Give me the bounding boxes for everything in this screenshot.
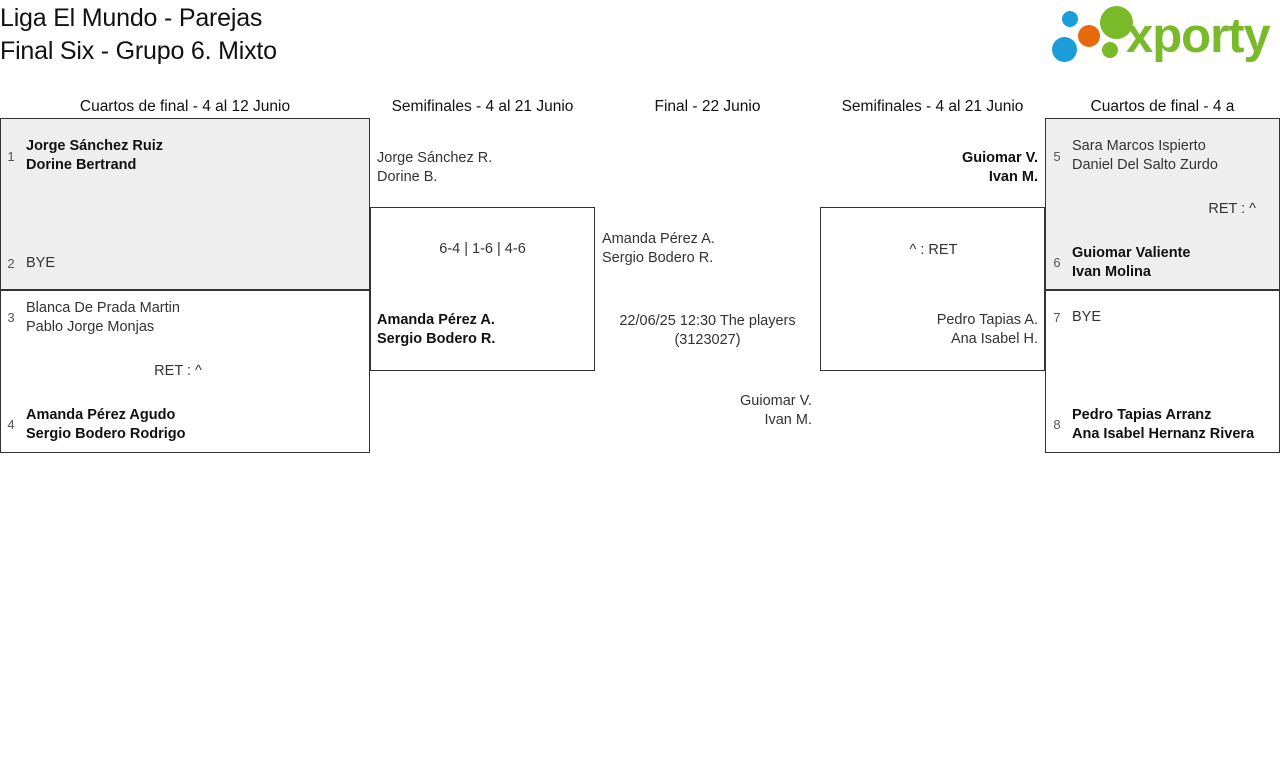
competitor-sf2-bottom[interactable]: Pedro Tapias A. Ana Isabel H. <box>936 312 1038 347</box>
competitor-qf2-top[interactable]: Blanca De Prada Martin Pablo Jorge Monja… <box>26 300 180 335</box>
competitor-qf2-bottom[interactable]: Amanda Pérez Agudo Sergio Bodero Rodrigo <box>26 407 186 442</box>
competitor-qf3-top[interactable]: Sara Marcos Ispierto Daniel Del Salto Zu… <box>1072 138 1218 173</box>
connector-qf3-to-sf2 <box>1019 207 1045 208</box>
competitor-sf2-top[interactable]: Guiomar V. Ivan M. <box>961 150 1038 185</box>
logo-dot-blue-large <box>1052 37 1077 62</box>
score-qf3: RET : ^ <box>1208 201 1256 217</box>
competitor-qf1-bottom[interactable]: BYE <box>26 255 56 271</box>
seed-number-8: 8 <box>1053 417 1061 432</box>
page-title: Liga El Mundo - Parejas Final Six - Grup… <box>0 4 277 65</box>
competitor-qf1-top[interactable]: Jorge Sánchez Ruiz Dorine Bertrand <box>26 138 163 173</box>
round-header-qf-left: Cuartos de final - 4 al 12 Junio <box>79 98 291 115</box>
logo-dots-icon <box>1050 4 1133 68</box>
final-match-info: 22/06/25 12:30 The players (3123027) <box>619 313 796 348</box>
competitor-qf4-bottom[interactable]: Pedro Tapias Arranz Ana Isabel Hernanz R… <box>1072 407 1255 442</box>
score-qf2: RET : ^ <box>154 363 202 379</box>
seed-number-3: 3 <box>7 310 15 325</box>
match-box-qf1[interactable] <box>0 118 370 290</box>
logo-dot-blue-small <box>1062 11 1078 27</box>
seed-number-4: 4 <box>7 417 15 432</box>
match-box-qf3[interactable] <box>1045 118 1280 290</box>
connector-qf4-to-sf2 <box>1019 370 1045 371</box>
seed-number-5: 5 <box>1053 149 1061 164</box>
seed-number-7: 7 <box>1053 310 1061 325</box>
seed-number-1: 1 <box>7 149 15 164</box>
match-box-qf2[interactable] <box>0 290 370 453</box>
round-header-sf-left: Semifinales - 4 al 21 Junio <box>391 98 574 115</box>
competitor-final-bottom[interactable]: Guiomar V. Ivan M. <box>740 393 812 428</box>
score-sf2: ^ : RET <box>909 242 958 258</box>
xporty-logo[interactable]: xporty <box>1050 4 1276 68</box>
logo-dot-green-large <box>1100 6 1133 39</box>
round-header-qf-right: Cuartos de final - 4 a <box>1090 98 1235 115</box>
competitor-final-top[interactable]: Amanda Pérez A. Sergio Bodero R. <box>602 231 715 266</box>
logo-wordmark: xporty <box>1126 9 1271 63</box>
match-box-sf1[interactable] <box>370 207 595 371</box>
match-box-qf4[interactable] <box>1045 290 1280 453</box>
round-header-sf-right: Semifinales - 4 al 21 Junio <box>841 98 1024 115</box>
competitor-qf3-bottom[interactable]: Guiomar Valiente Ivan Molina <box>1072 245 1191 280</box>
logo-dot-orange <box>1078 25 1100 47</box>
score-sf1: 6-4 | 1-6 | 4-6 <box>439 241 526 257</box>
competitor-sf1-top[interactable]: Jorge Sánchez R. Dorine B. <box>377 150 493 185</box>
competitor-sf1-bottom[interactable]: Amanda Pérez A. Sergio Bodero R. <box>377 312 496 347</box>
match-box-sf2[interactable] <box>820 207 1045 371</box>
competitor-qf4-top[interactable]: BYE <box>1072 309 1102 325</box>
round-header-final: Final - 22 Junio <box>654 98 761 115</box>
seed-number-2: 2 <box>7 256 15 271</box>
seed-number-6: 6 <box>1053 255 1061 270</box>
logo-dot-green-small <box>1102 42 1118 58</box>
page-header: Liga El Mundo - Parejas Final Six - Grup… <box>0 0 1280 88</box>
